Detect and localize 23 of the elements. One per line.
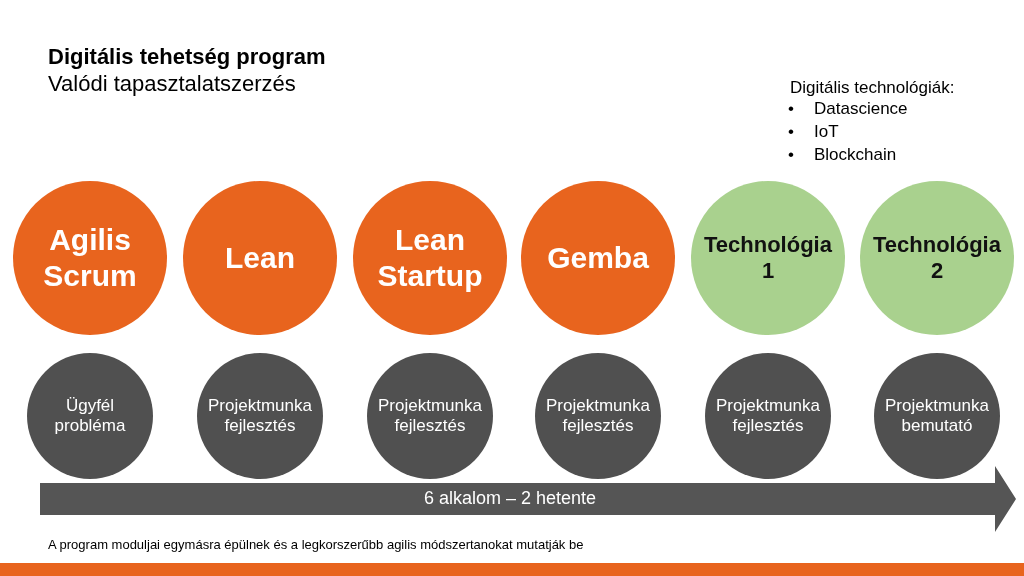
footnote: A program moduljai egymásra épülnek és a legkorszerűbb agilis módszertanokat mutatják be [48, 537, 584, 552]
module-title: Agilis Scrum [42, 222, 138, 294]
subtitle: Valódi tapasztalatszerzés [48, 71, 296, 97]
bullet-item: Datascience [814, 98, 908, 120]
module-title: Gemba [547, 240, 649, 276]
activity-text: Ügyfél probléma [53, 395, 127, 437]
activity-text: Projektmunka bemutató [884, 395, 990, 437]
bullet-item: Blockchain [814, 144, 897, 166]
activity-text: Projektmunka fejlesztés [377, 395, 483, 437]
bullet-marker: • [788, 121, 794, 143]
bullet-item: IoT [814, 121, 839, 143]
module-title: Lean Startup [376, 222, 484, 294]
bullet-marker: • [788, 144, 794, 166]
band-text: 6 alkalom – 2 hetente [422, 488, 598, 509]
bullet-marker: • [788, 98, 794, 120]
activity-text: Projektmunka fejlesztés [545, 395, 651, 437]
activity-text: Projektmunka fejlesztés [715, 395, 821, 437]
module-title: Technológia 2 [872, 231, 1002, 285]
module-title: Lean [225, 240, 295, 276]
activity-text: Projektmunka fejlesztés [207, 395, 313, 437]
title: Digitális tehetség program [48, 44, 326, 70]
module-title: Technológia 1 [703, 231, 833, 285]
list-heading: Digitális technológiák: [790, 78, 955, 98]
